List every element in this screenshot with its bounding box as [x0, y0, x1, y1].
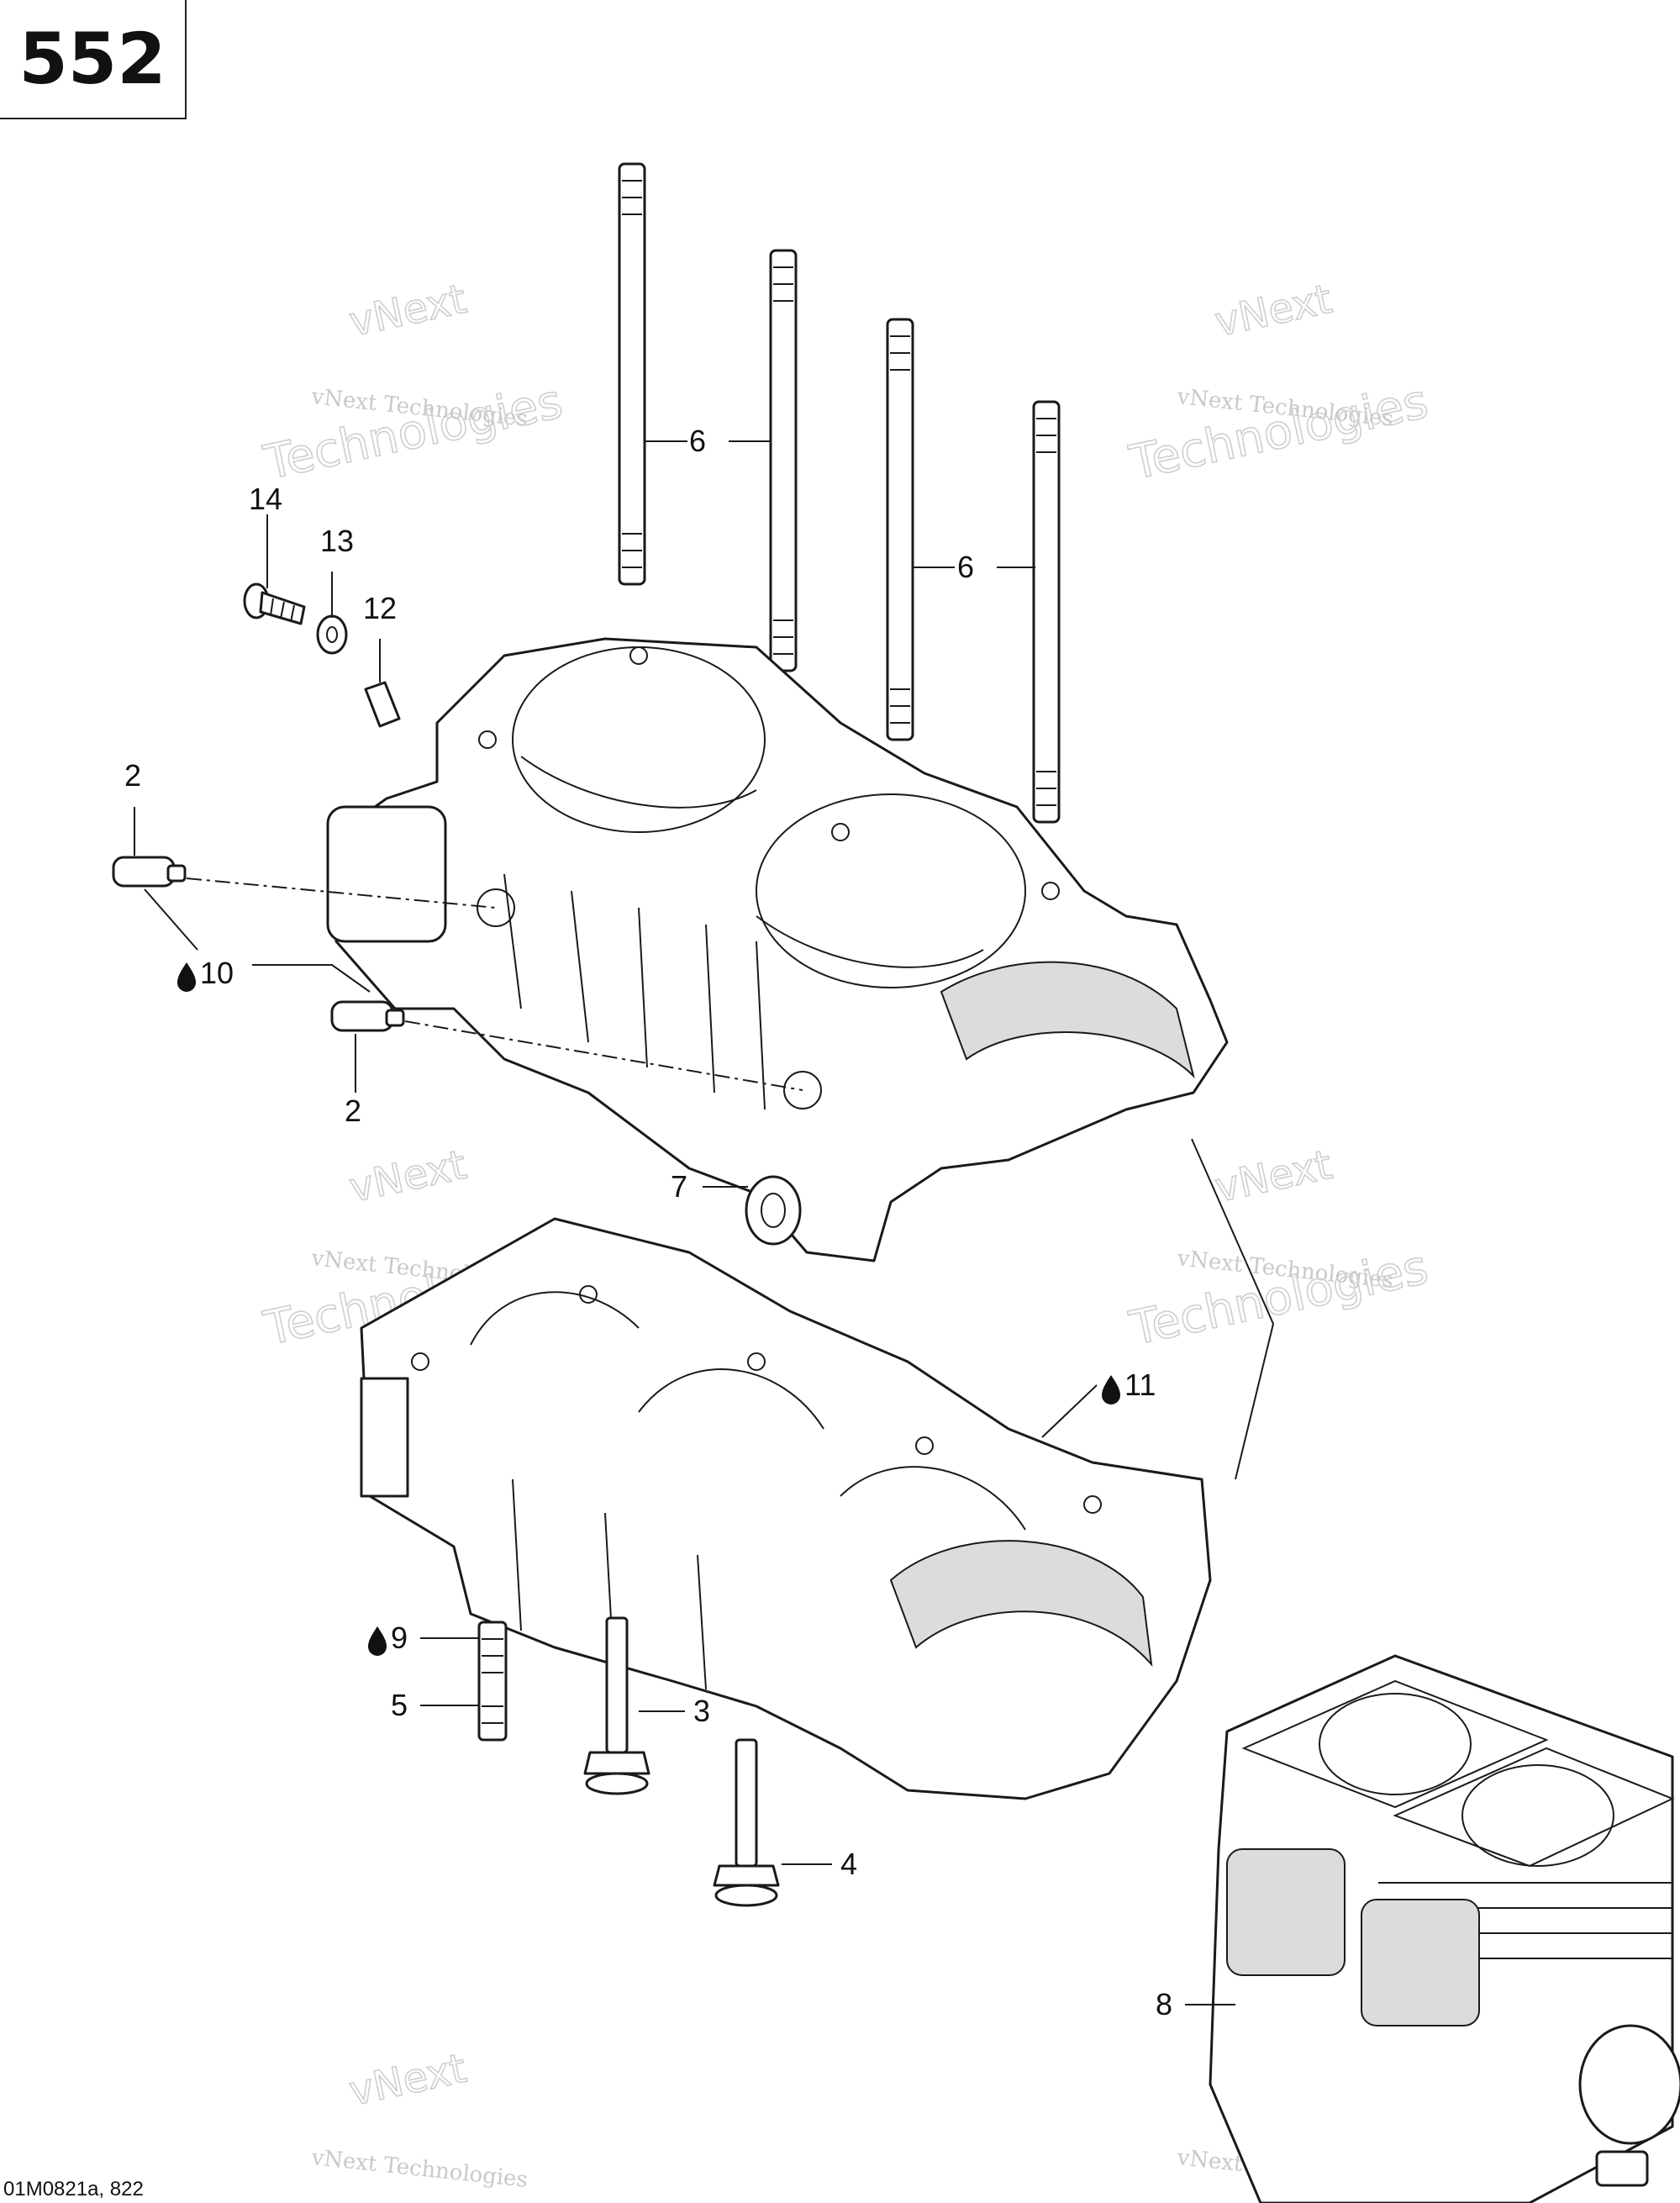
engine-assembly-8 — [1209, 1654, 1680, 2203]
washer-13 — [316, 614, 348, 655]
callout-3: 3 — [693, 1694, 710, 1728]
adhesive-drop-icon-11 — [1102, 1375, 1120, 1405]
bolt-4 — [713, 1738, 780, 1907]
callout-4: 4 — [840, 1847, 857, 1881]
watermark-vnext: vNext — [345, 1141, 471, 1212]
callout-9: 9 — [391, 1621, 408, 1655]
watermark-mid-right: vNext vNext Technologies Technologies — [1124, 1141, 1434, 1357]
centerline-fitting-bottom — [404, 1020, 803, 1091]
fitting-2-bottom — [330, 1000, 405, 1032]
adhesive-drop-icon-10 — [177, 962, 196, 992]
cylinder-stud-1 — [618, 162, 646, 586]
callout-6-left: 6 — [689, 424, 706, 458]
stud-5 — [477, 1621, 508, 1742]
watermark-vnext: vNext — [1211, 1141, 1336, 1212]
callout-8: 8 — [1156, 1987, 1172, 2021]
cylinder-stud-4 — [1032, 400, 1061, 824]
callout-10: 10 — [200, 956, 234, 990]
centerline-fitting-top — [186, 878, 497, 909]
watermark-top-right: vNext vNext Technologies Technologies — [1124, 275, 1434, 492]
screw-14 — [243, 582, 306, 625]
plug-12 — [364, 681, 401, 728]
adhesive-drop-icon-9 — [368, 1626, 387, 1656]
callout-12: 12 — [363, 591, 397, 625]
cylinder-stud-2 — [769, 249, 798, 672]
callout-13: 13 — [320, 524, 354, 558]
watermark-vnext: vNext — [345, 276, 471, 346]
watermark-top-left: vNext vNext Technologies Technologies — [259, 275, 568, 492]
bolt-3 — [583, 1616, 650, 1795]
upper-crankcase — [326, 637, 1229, 1262]
callout-7: 7 — [671, 1169, 687, 1204]
watermark-technologies: Technologies — [1124, 374, 1432, 491]
fitting-2-top — [112, 856, 187, 888]
page-number-tag: 552 — [0, 0, 187, 119]
leader-lines — [134, 440, 1275, 2005]
watermark-technologies: Technologies — [259, 374, 566, 491]
watermark-company: vNext Technologies — [309, 2145, 529, 2193]
callout-2-bottom: 2 — [345, 1094, 361, 1128]
drawing-reference-code: 01M0821a, 822 — [3, 2178, 144, 2200]
callout-5: 5 — [391, 1688, 408, 1722]
watermark-vnext: vNext — [1211, 276, 1336, 346]
watermark-vnext: vNext — [345, 2045, 471, 2116]
callout-2-top: 2 — [124, 758, 141, 793]
watermark-bottom-left: vNext vNext Technologies — [309, 2044, 529, 2193]
lower-crankcase — [360, 1217, 1212, 1800]
callout-11: 11 — [1124, 1368, 1156, 1402]
callout-6-right: 6 — [957, 550, 974, 584]
callout-14: 14 — [249, 482, 282, 516]
cylinder-stud-3 — [886, 318, 914, 741]
seal-7 — [745, 1175, 802, 1246]
